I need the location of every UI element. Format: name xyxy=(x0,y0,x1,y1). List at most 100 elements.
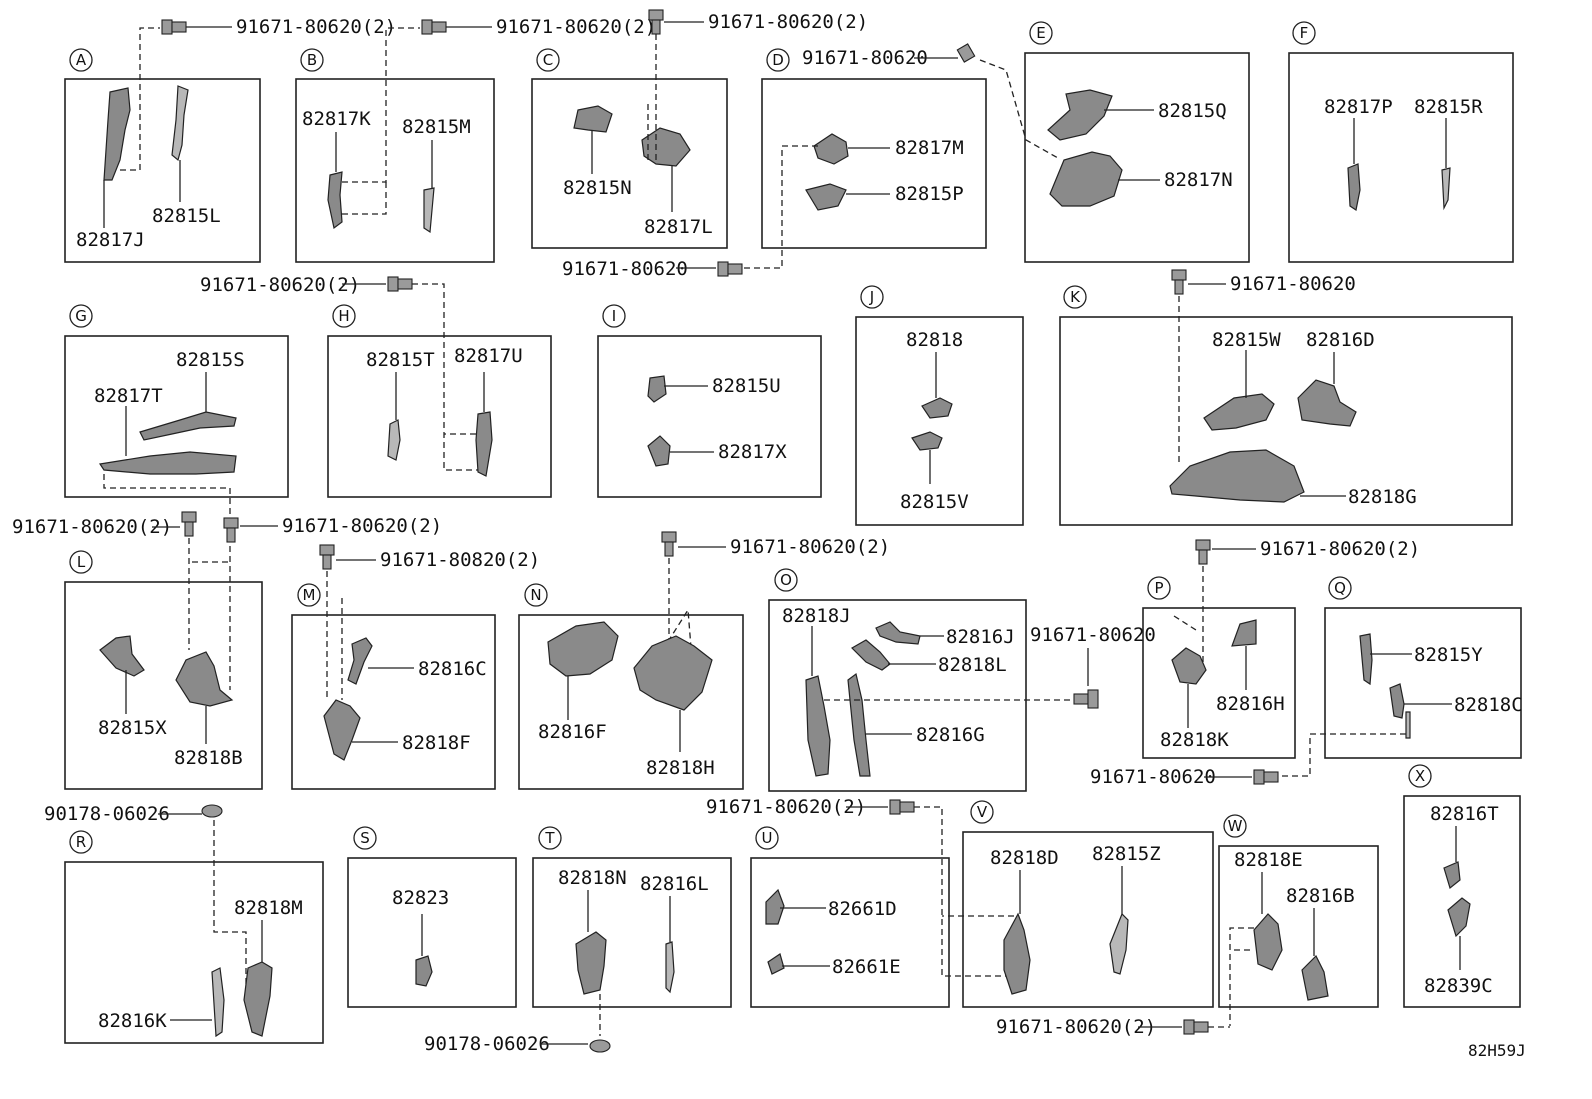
part-label-82823: 82823 xyxy=(392,887,449,909)
panel-h-box xyxy=(327,335,552,498)
fastener-label: 91671-80620 xyxy=(1230,273,1356,295)
panel-c-marker xyxy=(536,48,560,72)
panel-n-box xyxy=(518,614,744,790)
part-82818f-illustration xyxy=(323,699,361,761)
fastener-label: 90178-06026 xyxy=(424,1033,550,1055)
part-82815n-illustration xyxy=(573,105,613,133)
fastener-label: 91671-80620(2) xyxy=(12,516,172,538)
panel-l: L 82815X 82818B xyxy=(64,550,263,790)
bolt-icon xyxy=(421,19,433,35)
panel-a-fastener-lead xyxy=(120,27,160,171)
panel-b-letter: B xyxy=(307,51,317,69)
part-label-82815r: 82815R xyxy=(1414,96,1483,118)
part-label-82818b: 82818B xyxy=(174,747,243,769)
part-82818-illustration xyxy=(921,397,953,419)
panel-v-marker xyxy=(970,800,994,824)
panel-l-letter: L xyxy=(77,553,86,571)
panel-v-letter: V xyxy=(977,803,988,821)
part-82818b-illustration xyxy=(175,651,234,707)
part-82839c-illustration xyxy=(1447,897,1471,938)
fastener-c-top: 91671-80620(2) xyxy=(648,9,868,35)
part-82817k-illustration xyxy=(327,171,343,230)
panel-l-marker xyxy=(69,550,93,574)
panel-b: B 82817K 82815M xyxy=(295,27,495,263)
part-82815y-illustration xyxy=(1359,633,1373,686)
part-label-82818e: 82818E xyxy=(1234,849,1303,871)
fastener-h-top: 91671-80620(2) xyxy=(200,274,482,471)
part-82816c-illustration xyxy=(347,637,373,685)
panel-x: X 82816T 82839C xyxy=(1403,764,1521,1008)
bolt-icon xyxy=(717,261,729,277)
fastener-a-top: 91671-80620(2) xyxy=(161,16,396,38)
fastener-label: 90178-06026 xyxy=(44,803,170,825)
part-label-82815n: 82815N xyxy=(563,177,632,199)
part-label-82818n: 82818N xyxy=(558,867,627,889)
bolt-shank-icon xyxy=(651,19,661,35)
part-label-82816k: 82816K xyxy=(98,1010,167,1032)
part-82816k-illustration xyxy=(211,967,225,1038)
panel-u: U 82661D 82661E xyxy=(750,826,950,1008)
panel-q-fastener-lead xyxy=(1276,733,1406,777)
bolt-shank-icon xyxy=(1198,549,1208,565)
panel-a: A 82817J 82815L xyxy=(64,27,261,263)
panel-f-box xyxy=(1288,52,1514,263)
bolt-shank-icon xyxy=(664,541,674,557)
part-label-82815u: 82815U xyxy=(712,375,781,397)
fastener-dash-lead xyxy=(979,59,1059,159)
part-82817t-illustration xyxy=(98,451,237,475)
fastener-t-bottom: 90178-06026 xyxy=(424,1033,611,1055)
part-82661e-illustration xyxy=(767,953,785,975)
panel-d-fastener-lead xyxy=(740,145,818,269)
bolt-shank-icon xyxy=(184,521,194,537)
panel-e-marker xyxy=(1029,21,1053,45)
bolt-icon xyxy=(319,544,335,556)
fastener-n-top: 91671-80620(2) xyxy=(661,531,890,661)
panel-d-letter: D xyxy=(772,51,784,69)
part-label-82817x: 82817X xyxy=(718,441,787,463)
nut-icon xyxy=(201,804,223,818)
part-82815r-illustration xyxy=(1441,167,1451,211)
fastener-label: 91671-80620(2) xyxy=(496,16,656,38)
panel-q-box xyxy=(1324,607,1522,759)
part-82815z-illustration xyxy=(1109,912,1129,975)
part-label-82816d: 82816D xyxy=(1306,329,1375,351)
fastener-dash-lead xyxy=(213,820,247,986)
part-label-82839c: 82839C xyxy=(1424,975,1493,997)
part-label-82818d: 82818D xyxy=(990,847,1059,869)
fastener-v-top: 91671-80620(2) xyxy=(706,796,1006,977)
part-82818n-illustration xyxy=(575,931,607,995)
part-label-82815y: 82815Y xyxy=(1414,644,1483,666)
panel-i: I 82815U 82817X xyxy=(597,304,822,498)
panel-a-marker xyxy=(69,48,93,72)
fastener-r-top: 90178-06026 xyxy=(44,803,247,986)
fastener-w-bottom: 91671-80620(2) xyxy=(996,1016,1230,1038)
part-82818j-illustration xyxy=(805,675,831,777)
part-label-82815s: 82815S xyxy=(176,349,245,371)
part-label-82815l: 82815L xyxy=(152,205,221,227)
panel-a-box xyxy=(64,78,261,263)
panel-e: E 82815Q 82817N xyxy=(1024,21,1250,263)
fastener-b-top: 91671-80620(2) xyxy=(421,16,656,38)
panel-w-marker xyxy=(1223,814,1247,838)
part-82816h-illustration xyxy=(1231,619,1257,647)
panel-p: P 82816H 82818K xyxy=(1142,576,1296,759)
bolt-shank-icon xyxy=(431,21,447,33)
bolt-icon xyxy=(1171,269,1187,281)
part-label-82816c: 82816C xyxy=(418,658,487,680)
bolt-icon xyxy=(1183,1019,1195,1035)
panel-v: V 82818D 82815Z xyxy=(942,800,1214,1008)
panel-h: H 82815T 82817U xyxy=(327,304,552,498)
panel-r: R 82818M 82816K xyxy=(64,830,324,1044)
bolt-shank-icon xyxy=(171,21,187,33)
bolt-shank-icon xyxy=(1073,693,1089,705)
part-label-82818: 82818 xyxy=(906,329,963,351)
part-label-82818c: 82818C xyxy=(1454,694,1523,716)
part-label-82815m: 82815M xyxy=(402,116,471,138)
panel-x-box xyxy=(1403,795,1521,1008)
panel-r-letter: R xyxy=(76,833,86,851)
panel-b-fastener-lead xyxy=(342,27,420,183)
part-82815u-illustration xyxy=(647,375,667,403)
fastener-label: 91671-80620(2) xyxy=(708,11,868,33)
panel-s-letter: S xyxy=(360,829,370,847)
